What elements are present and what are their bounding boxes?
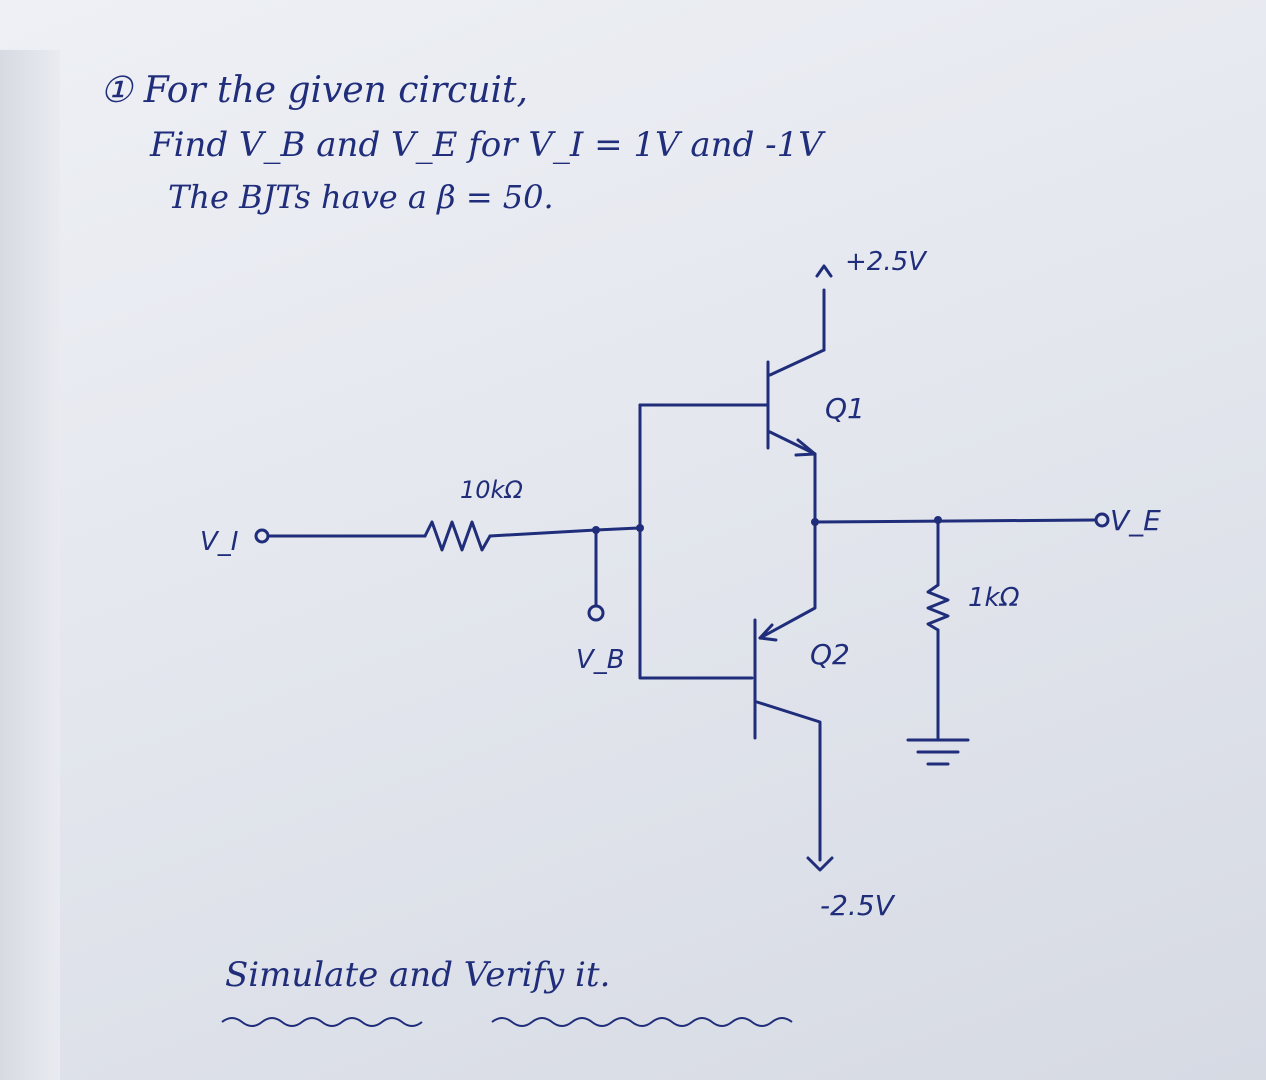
input-resistor [423,520,492,552]
vi-label: V_I [200,527,238,557]
junction-emitter [811,518,819,526]
page-edge [0,50,60,1080]
junction-vb [592,526,600,534]
q2-collector [755,700,822,862]
instruction-underline [221,1017,793,1027]
load-resistor [926,583,950,632]
q2-label: Q2 [810,638,850,671]
vb-terminal [587,604,605,622]
q1-collector [768,348,826,377]
vi-terminal [254,528,270,544]
junction-base [636,524,644,532]
junction-load [934,516,942,524]
output-wire [813,518,1097,524]
base-tie-wire [638,403,754,680]
vee-arrow [806,856,834,872]
problem-line-2: Find V_B and V_E for V_I = 1V and -1V [150,125,823,165]
q2-emitter-arrow [758,623,778,642]
instruction-text: Simulate and Verify it. [225,955,611,995]
vcc-label: +2.5V [845,247,928,277]
r-load-label: 1kΩ [968,583,1020,613]
vcc-arrow [815,264,833,278]
input-wire-right [488,526,642,538]
problem-line-3: The BJTs have a β = 50. [168,178,554,216]
q1-label: Q1 [825,392,865,425]
ve-label: V_E [1110,504,1161,537]
problem-line-1: ① For the given circuit, [100,70,528,111]
q2-emitter-wire [758,520,817,640]
ve-terminal [1094,512,1110,528]
vb-label: V_B [576,645,625,675]
q1-emitter [768,430,817,456]
vee-label: -2.5V [820,889,896,922]
r-in-label: 10kΩ [460,476,523,504]
